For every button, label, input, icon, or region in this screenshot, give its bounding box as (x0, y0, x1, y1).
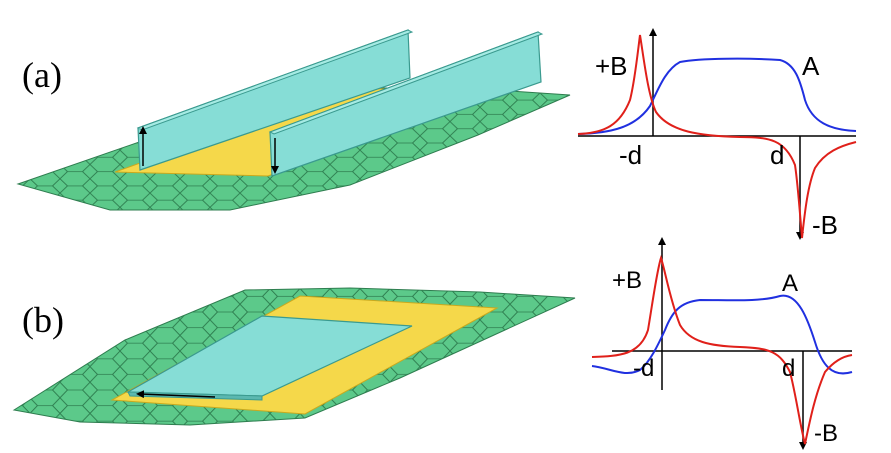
graph-b-curve-b (591, 254, 853, 445)
vertical-plate-back-a (136, 29, 414, 171)
graph-a-pos-d: d (770, 140, 784, 170)
panel-a-label: (a) (22, 55, 62, 95)
panel-a: (a) +B A -d d -B (16, 28, 857, 240)
graph-a-curve-a (577, 57, 857, 135)
graph-b-minus-b: -B (814, 420, 838, 447)
graph-b-curve-a-label: A (782, 270, 798, 297)
panel-b-label: (b) (22, 300, 64, 340)
graph-b-pos-d: d (782, 355, 795, 382)
panel-b: (b) +B A -d d -B (12, 237, 853, 450)
arrow-icon (136, 390, 216, 399)
graph-a-plus-b: +B (595, 51, 628, 81)
graph-a-curve-b (577, 34, 857, 239)
graph-a: +B A -d d -B (577, 28, 857, 240)
vertical-plate-front-a (268, 31, 544, 177)
graph-a-curve-a-label: A (802, 51, 820, 81)
graph-b-curve-a (591, 294, 853, 375)
graph-b-neg-d: -d (633, 355, 654, 382)
graph-a-neg-d: -d (619, 140, 642, 170)
graph-a-minus-b: -B (812, 210, 838, 240)
graph-b-plus-b: +B (612, 267, 642, 294)
graph-b: +B A -d d -B (591, 237, 853, 450)
